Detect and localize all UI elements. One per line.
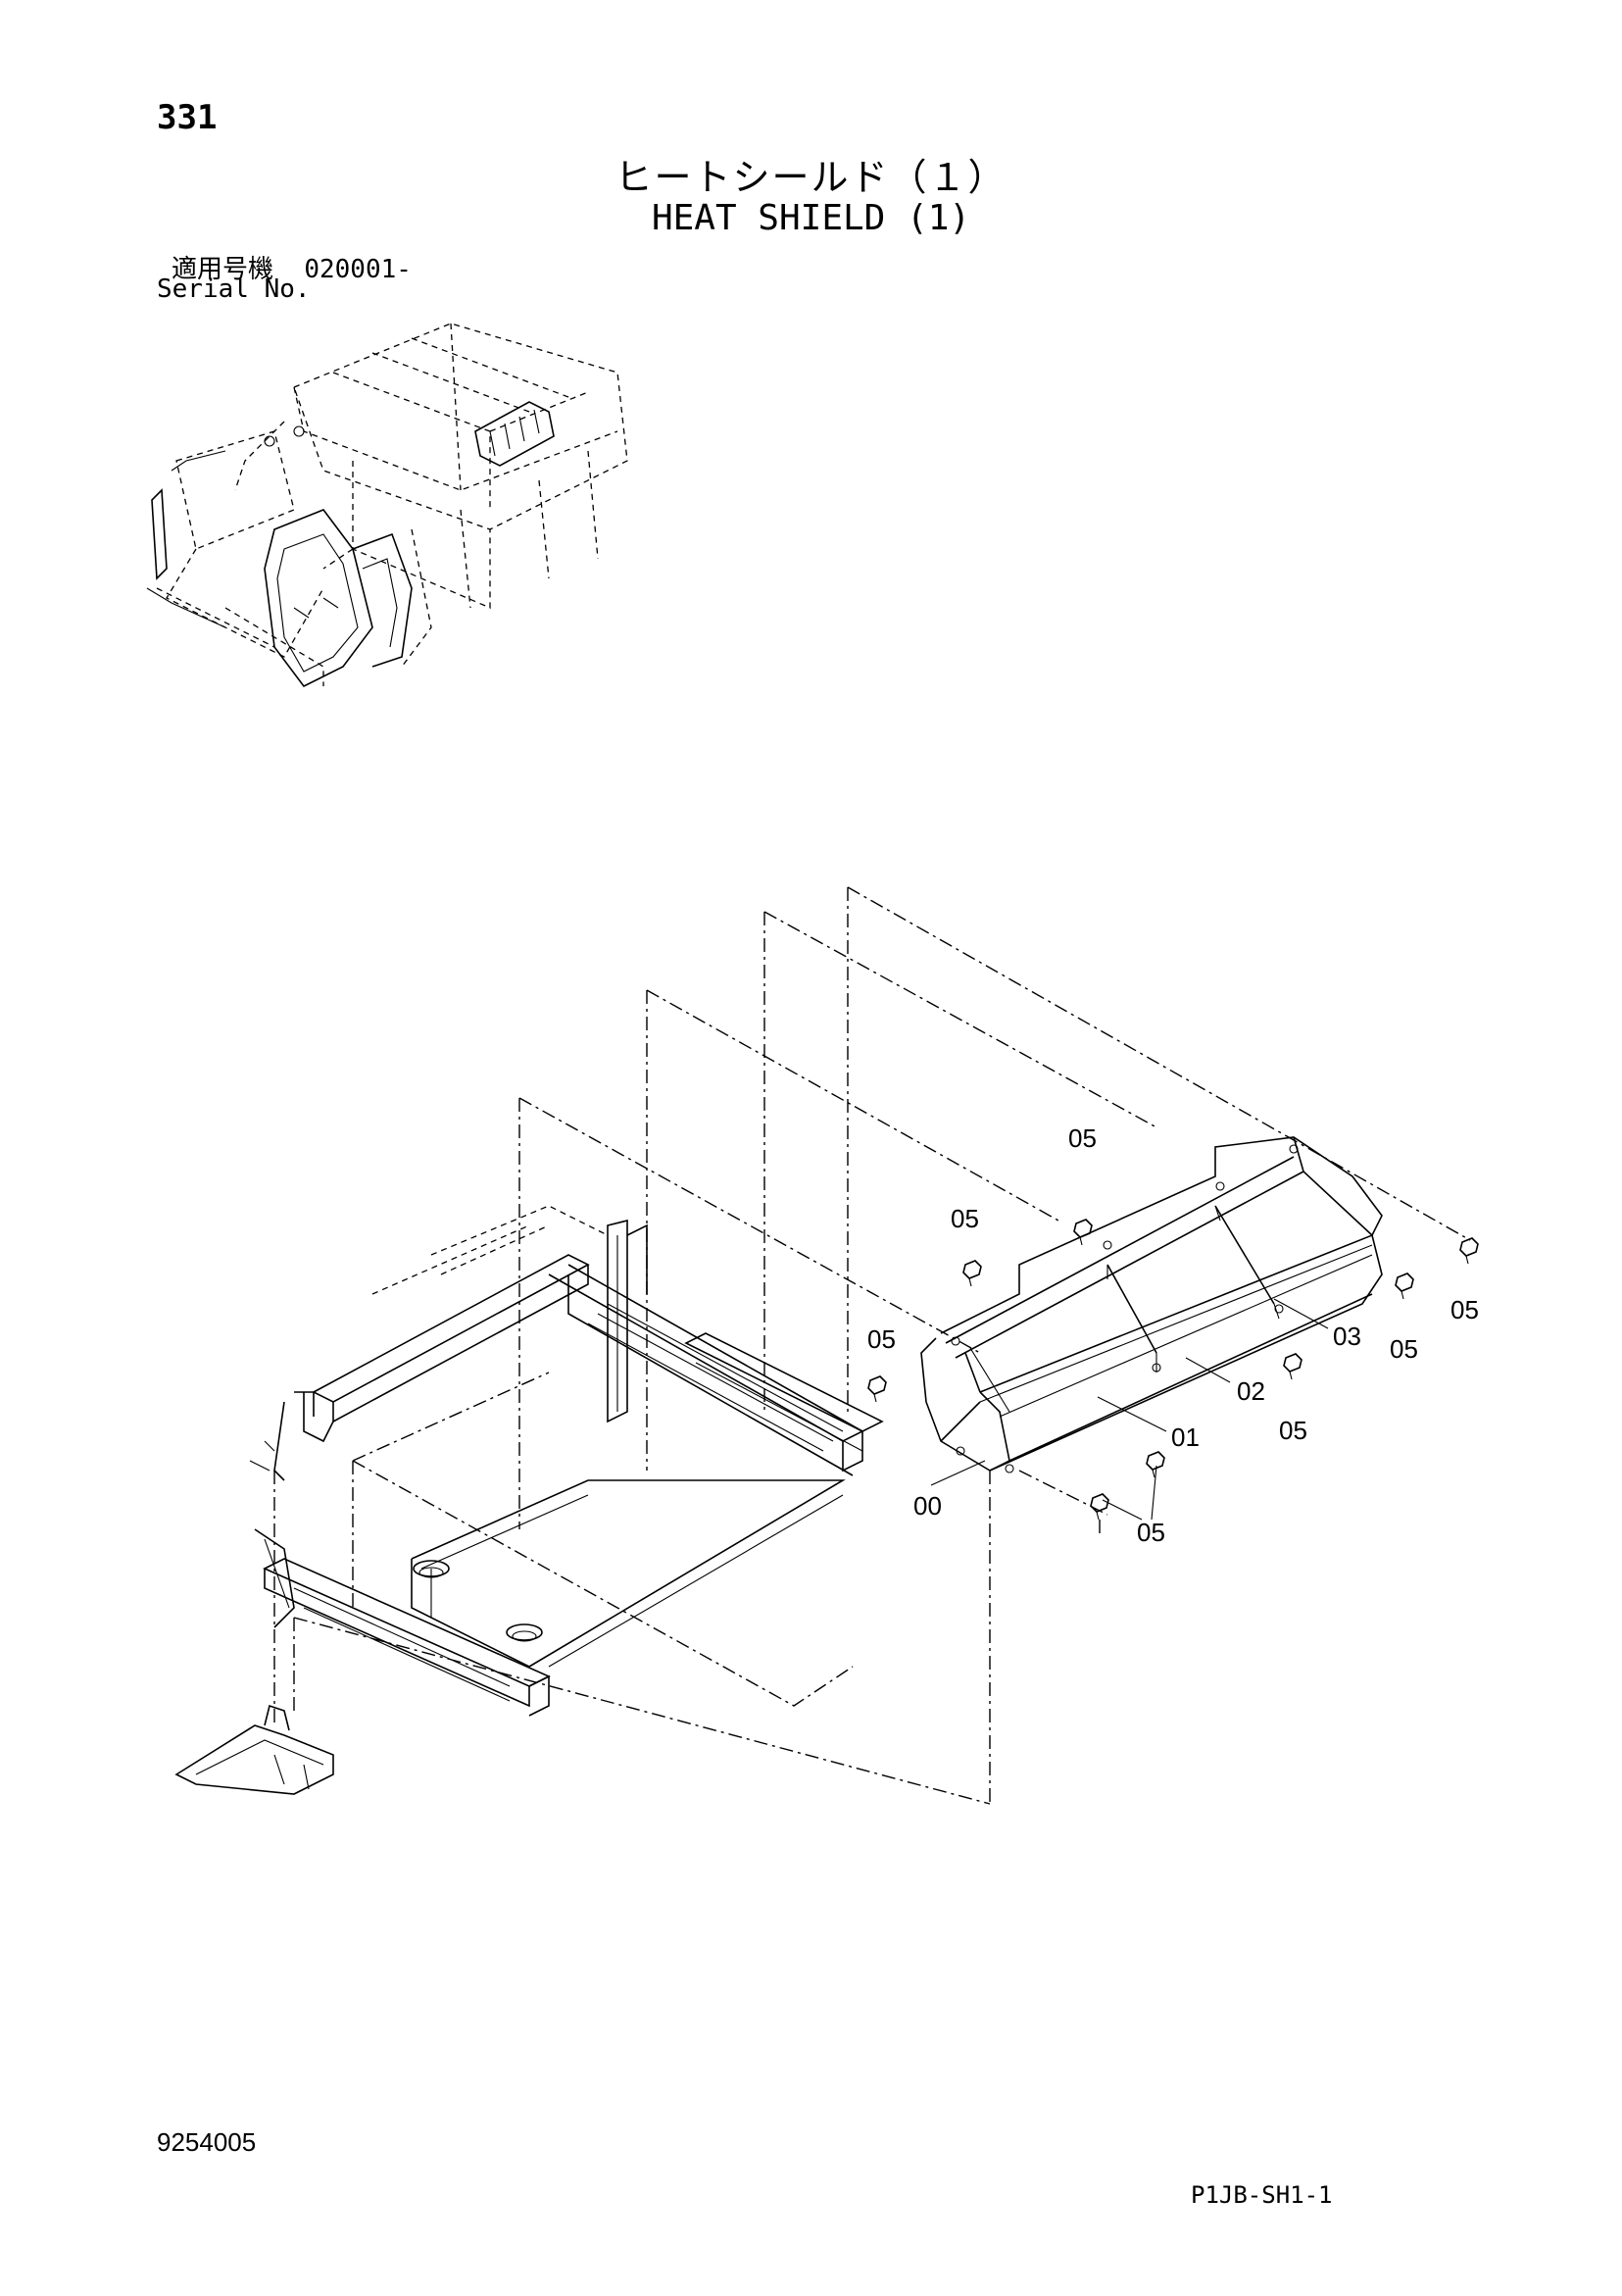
bolt-icon bbox=[1283, 1353, 1303, 1380]
projection-lines bbox=[518, 886, 1471, 1516]
callout-03: 03 bbox=[1333, 1322, 1361, 1351]
bolt-icon bbox=[1395, 1273, 1414, 1300]
figure-code: P1JB-SH1-1 bbox=[1191, 2181, 1333, 2209]
bolt-icon bbox=[962, 1260, 982, 1287]
upper-frame-assembly bbox=[174, 887, 991, 1805]
callout-05-left: 05 bbox=[867, 1324, 896, 1354]
bolt-icon bbox=[1459, 1237, 1479, 1265]
machine-overview-illustration bbox=[146, 323, 628, 688]
serial-range: 020001- bbox=[304, 255, 412, 284]
callout-05-bottom: 05 bbox=[1137, 1518, 1165, 1547]
callout-05-lower-right: 05 bbox=[1279, 1416, 1307, 1445]
bolts bbox=[867, 1219, 1479, 1534]
leader-lines bbox=[930, 1298, 1329, 1521]
document-number: 9254005 bbox=[157, 2127, 257, 2157]
callout-02: 02 bbox=[1237, 1376, 1265, 1406]
serial-label-english: Serial No. bbox=[157, 275, 311, 304]
callouts: 00 01 02 03 05 05 05 05 05 05 05 bbox=[867, 1123, 1479, 1547]
callout-00: 00 bbox=[913, 1491, 942, 1521]
bolt-icon bbox=[867, 1375, 887, 1403]
page-title-japanese: ヒートシールド（１） bbox=[614, 156, 1008, 199]
heat-shield-part bbox=[920, 1136, 1383, 1473]
callout-05-right: 05 bbox=[1390, 1334, 1418, 1364]
page-title-english: HEAT SHIELD (1) bbox=[651, 198, 971, 238]
serial-label-japanese: 適用号機 bbox=[172, 255, 274, 284]
bolt-icon bbox=[1073, 1219, 1093, 1246]
callout-05-top: 05 bbox=[1068, 1123, 1097, 1153]
callout-05-upper-left: 05 bbox=[951, 1204, 979, 1233]
bolt-icon bbox=[1146, 1451, 1165, 1478]
bolt-icon bbox=[1090, 1493, 1109, 1521]
callout-01: 01 bbox=[1171, 1423, 1200, 1452]
serial-line-japanese: 適用号機 020001- bbox=[172, 249, 412, 285]
callout-05-far-right: 05 bbox=[1450, 1295, 1479, 1324]
page-number: 331 bbox=[157, 98, 218, 137]
